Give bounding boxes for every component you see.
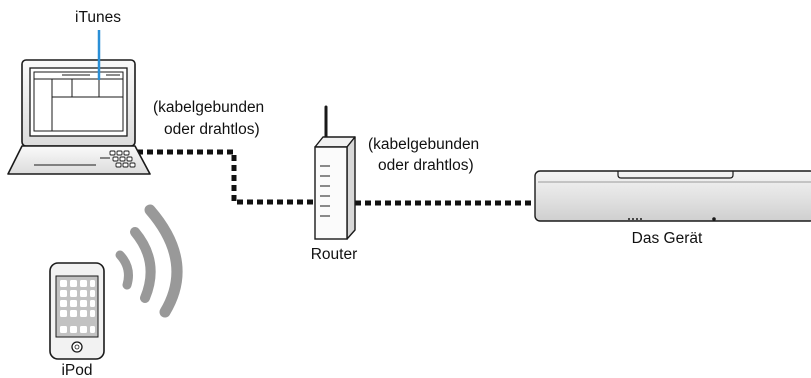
- sound-bar-device: [534, 170, 811, 222]
- device-label: Das Gerät: [632, 230, 703, 247]
- device-indicator-dot: [712, 217, 716, 221]
- ipod-device: [49, 262, 105, 360]
- ipod-app-grid: [60, 280, 95, 333]
- router-label: Router: [311, 246, 358, 263]
- cable-computer-to-router: [137, 149, 315, 205]
- connection-label-right-line1: (kabelgebunden: [368, 136, 479, 153]
- router-device: [314, 105, 356, 240]
- router-indicator-lines: [320, 165, 330, 217]
- ipod-home-button: [71, 341, 83, 353]
- ipod-label: iPod: [61, 362, 92, 378]
- connection-label-left-line1: (kabelgebunden: [153, 99, 264, 116]
- connection-label-left-line2: oder drahtlos): [164, 121, 260, 138]
- connection-label-right-line2: oder drahtlos): [378, 157, 474, 174]
- wireless-signal-icon: [115, 204, 183, 318]
- itunes-label: iTunes: [75, 9, 121, 26]
- cables: [137, 149, 535, 206]
- laptop-keypad: [109, 150, 136, 168]
- laptop-computer: [7, 30, 151, 175]
